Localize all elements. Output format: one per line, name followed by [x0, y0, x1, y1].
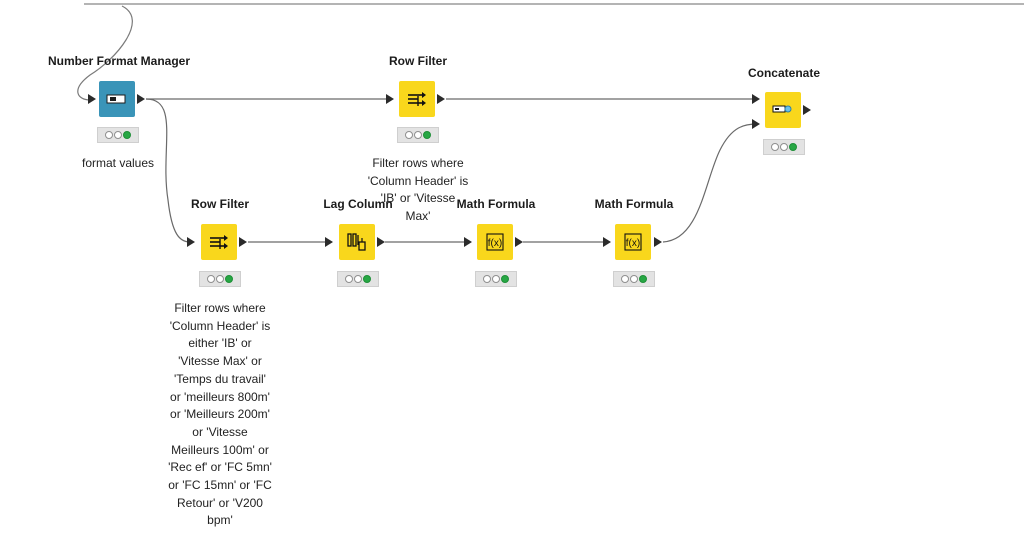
input-port-1[interactable] [752, 94, 760, 104]
annotation-line: Max' [405, 209, 431, 224]
input-port[interactable] [386, 94, 394, 104]
node-title: Number Format Manager [48, 54, 191, 68]
status-dot-green [789, 143, 797, 151]
node-status [199, 271, 241, 287]
node-icon-box[interactable] [201, 224, 237, 260]
status-dot-green [423, 131, 431, 139]
output-port[interactable] [239, 237, 247, 247]
annotation-line: Retour' or 'V200 [177, 495, 263, 510]
status-dot-yellow [414, 131, 422, 139]
input-port[interactable] [325, 237, 333, 247]
annotation-line: 'Vitesse Max' or [178, 354, 262, 369]
status-dot-yellow [630, 275, 638, 283]
node-title: Concatenate [747, 66, 821, 80]
node-icon-box[interactable]: f(x) [615, 224, 651, 260]
input-port[interactable] [603, 237, 611, 247]
output-port[interactable] [437, 94, 445, 104]
node-title: Math Formula [456, 197, 536, 211]
annotation-line: Filter rows where [372, 156, 464, 170]
annotation-line: either 'IB' or [188, 336, 252, 351]
status-dot-yellow [114, 131, 122, 139]
filter-rows-icon [210, 235, 228, 249]
input-port[interactable] [187, 237, 195, 247]
annotation-line: 'IB' or 'Vitesse [380, 191, 456, 206]
annotation-line: 'Column Header' is [169, 318, 271, 333]
output-port[interactable] [377, 237, 385, 247]
node-title: Lag Column [323, 197, 393, 211]
status-dot-red [105, 131, 113, 139]
node-title: Row Filter [190, 197, 249, 211]
output-port[interactable] [803, 105, 811, 115]
annotation-line: 'Column Header' is [367, 173, 469, 188]
status-dot-red [771, 143, 779, 151]
lag-column-icon [347, 233, 366, 251]
input-port[interactable] [88, 94, 96, 104]
status-dot-red [207, 275, 215, 283]
annotation-line: Meilleurs 100m' or [171, 442, 269, 457]
annotation-line: or 'meilleurs 800m' [170, 389, 270, 404]
status-dot-green [501, 275, 509, 283]
annotation-line: or 'FC 15mn' or 'FC [168, 478, 272, 493]
annotation-line: 'Temps du travail' [174, 371, 266, 386]
annotation-line: 'Rec ef' or 'FC 5mn' [168, 460, 272, 475]
status-dot-yellow [216, 275, 224, 283]
number-format-icon [106, 94, 126, 104]
input-port[interactable] [464, 237, 472, 247]
node-annotation: format values [81, 156, 155, 170]
output-port[interactable] [137, 94, 145, 104]
node-annotation: Filter rows where 'Column Header' is 'IB… [354, 155, 482, 226]
status-dot-yellow [492, 275, 500, 283]
node-status [475, 271, 517, 287]
math-formula-icon: f(x) [624, 233, 642, 251]
filter-rows-icon [408, 92, 426, 106]
status-dot-yellow [780, 143, 788, 151]
annotation-line: bpm' [207, 513, 233, 528]
math-formula-icon: f(x) [486, 233, 504, 251]
output-port[interactable] [515, 237, 523, 247]
node-title: Row Filter [388, 54, 447, 68]
node-icon-box[interactable] [339, 224, 375, 260]
svg-text:f(x): f(x) [488, 238, 502, 249]
node-status [97, 127, 139, 143]
concatenate-icon [772, 105, 792, 113]
input-port-2[interactable] [752, 119, 760, 129]
node-icon-box[interactable] [399, 81, 435, 117]
node-icon-box[interactable] [99, 81, 135, 117]
annotation-line: or 'Vitesse [192, 424, 248, 439]
node-annotation: Filter rows where 'Column Header' is eit… [156, 300, 284, 530]
node-title: Math Formula [594, 197, 674, 211]
status-dot-green [363, 275, 371, 283]
status-dot-red [405, 131, 413, 139]
node-status [763, 139, 805, 155]
annotation-line: Filter rows where [174, 301, 266, 315]
node-status [337, 271, 379, 287]
status-dot-red [621, 275, 629, 283]
node-icon-box[interactable]: f(x) [477, 224, 513, 260]
node-status [397, 127, 439, 143]
status-dot-red [483, 275, 491, 283]
svg-text:f(x): f(x) [626, 238, 640, 249]
status-dot-green [639, 275, 647, 283]
node-status [613, 271, 655, 287]
output-port[interactable] [654, 237, 662, 247]
node-icon-box[interactable] [765, 92, 801, 128]
status-dot-yellow [354, 275, 362, 283]
status-dot-green [123, 131, 131, 139]
status-dot-red [345, 275, 353, 283]
status-dot-green [225, 275, 233, 283]
annotation-line: or 'Meilleurs 200m' [170, 407, 270, 422]
